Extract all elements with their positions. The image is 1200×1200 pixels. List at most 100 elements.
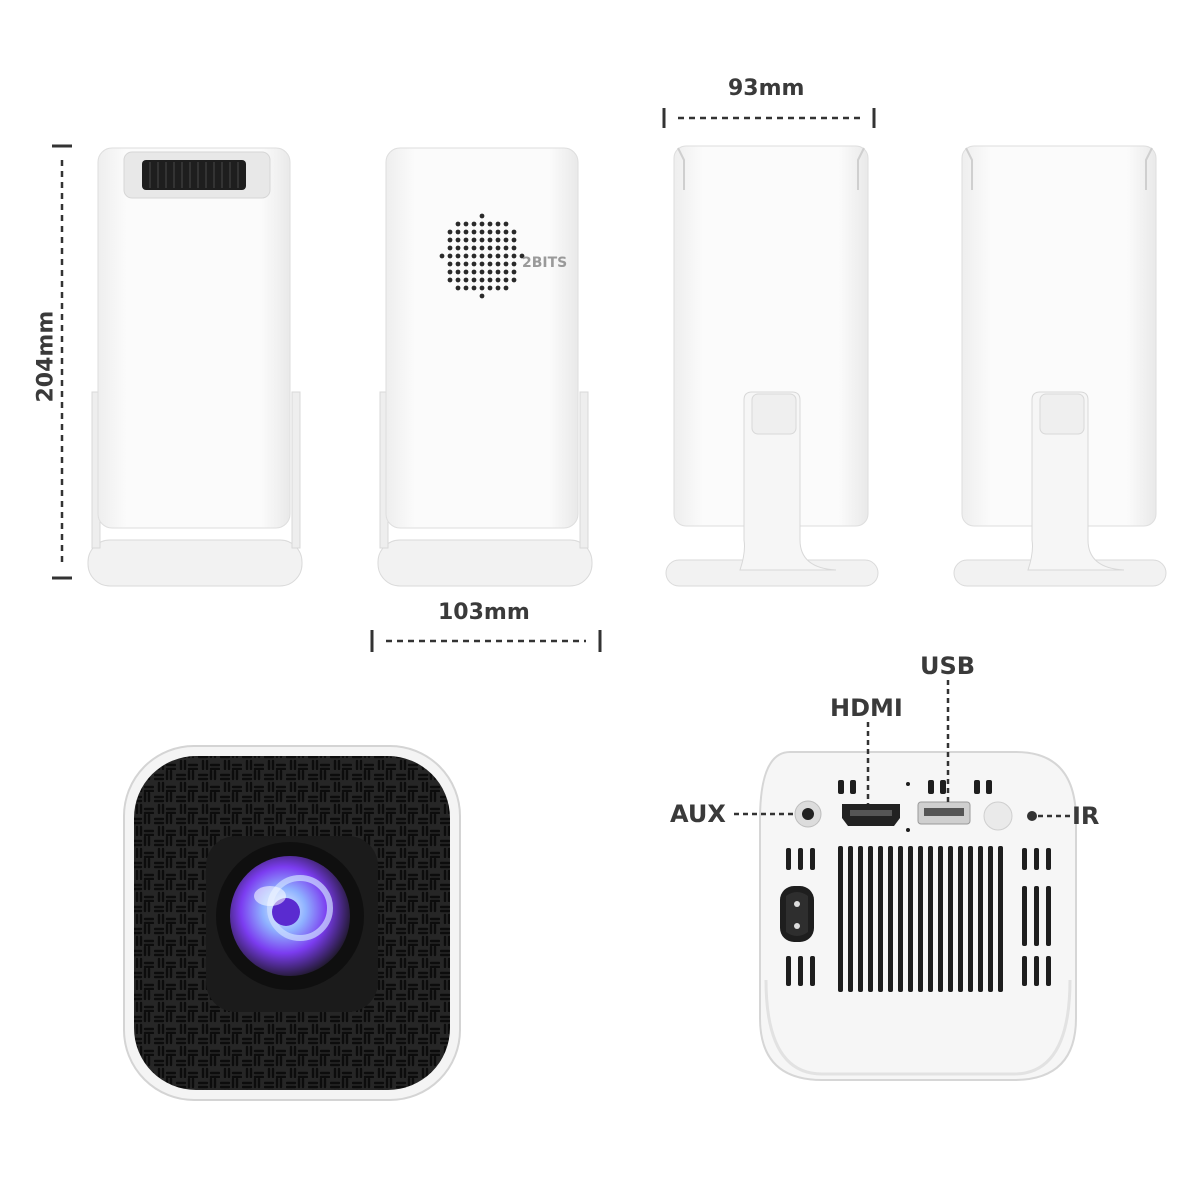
usb-label: USB xyxy=(920,652,976,680)
speaker-hole xyxy=(495,269,501,275)
speaker-hole xyxy=(511,237,517,243)
speaker-hole xyxy=(495,261,501,267)
speaker-hole xyxy=(487,261,493,267)
speaker-hole xyxy=(503,237,509,243)
speaker-hole xyxy=(455,277,461,283)
speaker-hole xyxy=(447,277,453,283)
vent-slot xyxy=(868,846,873,992)
speaker-hole xyxy=(463,237,469,243)
vent-slot xyxy=(1046,886,1051,946)
speaker-hole xyxy=(455,253,461,259)
speaker-hole xyxy=(503,277,509,283)
speaker-hole xyxy=(455,221,461,227)
speaker-hole xyxy=(439,253,445,259)
vent-slot xyxy=(908,846,913,992)
speaker-hole xyxy=(487,285,493,291)
speaker-hole xyxy=(487,221,493,227)
speaker-hole xyxy=(479,229,485,235)
vent-slot xyxy=(918,846,923,992)
speaker-hole xyxy=(495,285,501,291)
speaker-hole xyxy=(463,261,469,267)
aux-label: AUX xyxy=(670,800,726,828)
projector-side-view-right xyxy=(953,145,1167,587)
speaker-hole xyxy=(471,229,477,235)
speaker-hole xyxy=(471,245,477,251)
vent-slot xyxy=(898,846,903,992)
projector-rear-ports-view xyxy=(759,751,1077,1081)
speaker-hole xyxy=(455,229,461,235)
speaker-hole xyxy=(447,245,453,251)
speaker-grille-icon xyxy=(439,213,525,299)
speaker-hole xyxy=(463,229,469,235)
speaker-hole xyxy=(487,269,493,275)
vent-slot xyxy=(938,846,943,992)
speaker-hole xyxy=(511,229,517,235)
vent-slot xyxy=(1022,848,1027,870)
speaker-hole xyxy=(455,261,461,267)
watermark-logo: 2BITS xyxy=(522,255,568,271)
vent-slot xyxy=(848,846,853,992)
speaker-hole xyxy=(455,237,461,243)
speaker-hole xyxy=(455,245,461,251)
hdmi-label: HDMI xyxy=(830,694,903,722)
side-width-dimension-label: 93mm xyxy=(728,76,805,101)
vent-slot xyxy=(988,846,993,992)
speaker-hole xyxy=(447,269,453,275)
vent-slot xyxy=(878,846,883,992)
speaker-hole xyxy=(487,253,493,259)
speaker-hole xyxy=(471,261,477,267)
speaker-hole xyxy=(463,277,469,283)
speaker-hole xyxy=(495,221,501,227)
vent-slot xyxy=(1034,956,1039,986)
front-width-dimension-label: 103mm xyxy=(438,600,530,625)
height-dimension-line xyxy=(52,144,72,580)
vent-slots xyxy=(786,846,1051,992)
speaker-hole xyxy=(503,269,509,275)
vent-slot xyxy=(1022,956,1027,986)
speaker-hole xyxy=(447,253,453,259)
speaker-hole xyxy=(487,277,493,283)
speaker-hole xyxy=(511,253,517,259)
speaker-hole xyxy=(511,245,517,251)
bottom-width-dimension-line xyxy=(370,630,602,652)
vent-slot xyxy=(968,846,973,992)
vent-slot xyxy=(958,846,963,992)
speaker-hole xyxy=(479,285,485,291)
speaker-hole xyxy=(495,277,501,283)
speaker-hole xyxy=(487,245,493,251)
speaker-hole xyxy=(511,261,517,267)
speaker-hole xyxy=(511,269,517,275)
speaker-hole xyxy=(503,261,509,267)
projector-lens-front-view xyxy=(123,745,461,1101)
speaker-hole xyxy=(503,229,509,235)
vent-slot xyxy=(888,846,893,992)
vent-slot xyxy=(1046,956,1051,986)
speaker-hole xyxy=(511,277,517,283)
vent-slot xyxy=(786,848,791,870)
speaker-hole xyxy=(471,285,477,291)
vent-slot xyxy=(1022,886,1027,946)
vent-slot xyxy=(798,956,803,986)
speaker-hole xyxy=(503,253,509,259)
callout-lines xyxy=(734,680,1070,818)
ir-label: IR xyxy=(1072,802,1100,830)
vent-slot xyxy=(1034,848,1039,870)
speaker-hole xyxy=(471,269,477,275)
vent-slot xyxy=(948,846,953,992)
speaker-hole xyxy=(495,229,501,235)
speaker-hole xyxy=(471,237,477,243)
projector-side-view-left xyxy=(665,145,879,587)
vent-slot xyxy=(810,956,815,986)
speaker-hole xyxy=(495,245,501,251)
projector-front-view xyxy=(87,147,303,587)
projector-speaker-view xyxy=(377,147,593,587)
speaker-hole xyxy=(479,221,485,227)
speaker-hole xyxy=(447,229,453,235)
vent-slot xyxy=(798,848,803,870)
vent-slot xyxy=(998,846,1003,992)
speaker-hole xyxy=(455,269,461,275)
vent-slot xyxy=(858,846,863,992)
speaker-hole xyxy=(463,253,469,259)
vent-slot xyxy=(978,846,983,992)
